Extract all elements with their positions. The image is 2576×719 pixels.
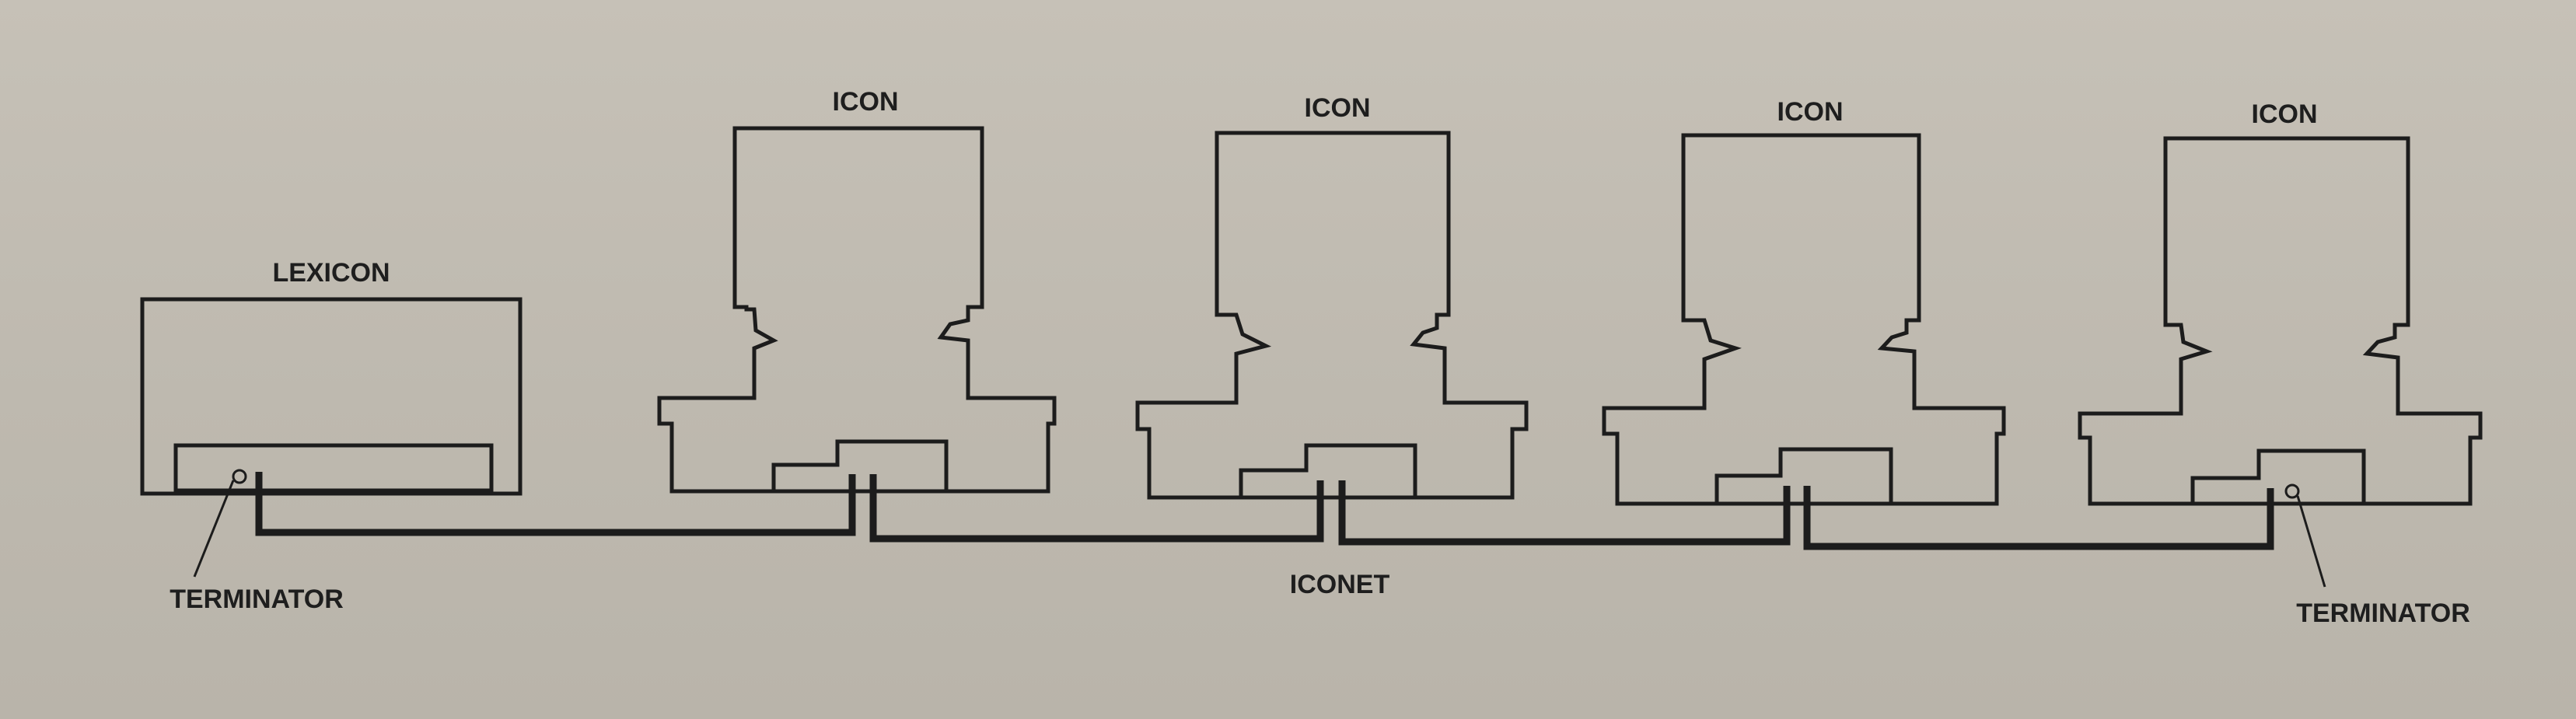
icon-3-body [1602, 133, 2006, 506]
icon-unit-3: ICON [1602, 97, 2006, 506]
iconet-cable: ICONET [255, 472, 2274, 599]
icon-unit-1: ICON [657, 87, 1057, 494]
icon-3-label: ICON [1777, 97, 1844, 127]
cable-segment-4 [1803, 486, 2274, 550]
icon-unit-4: ICON [2078, 99, 2483, 506]
terminator-right-leader [2296, 495, 2326, 588]
lexicon-body [140, 297, 523, 496]
icon-2-body [1135, 131, 1529, 500]
icon-1-body [657, 126, 1057, 494]
lexicon-port-panel [173, 443, 494, 493]
lexicon-unit: LEXICON [140, 258, 523, 496]
icon-3-base-step [1714, 447, 1893, 504]
terminator-left-leader [193, 480, 235, 578]
cable-segment-1 [255, 472, 856, 536]
icon-4-label: ICON [2252, 99, 2318, 129]
cable-segment-3 [1338, 480, 1791, 546]
lexicon-terminator-plug [232, 469, 247, 484]
icon-1-base-step [771, 439, 949, 491]
icon-4-base-step [2190, 449, 2366, 504]
lexicon-label: LEXICON [272, 258, 390, 288]
terminator-left-label: TERMINATOR [170, 585, 344, 614]
icon-1-label: ICON [833, 87, 899, 117]
cable-segment-2 [869, 474, 1324, 543]
terminator-right-label: TERMINATOR [2296, 599, 2470, 628]
icon-2-label: ICON [1305, 93, 1371, 123]
icon-4-terminator-plug [2284, 483, 2300, 499]
iconet-label: ICONET [1290, 570, 1390, 599]
icon-4-body [2078, 136, 2483, 506]
terminator-left: TERMINATOR [170, 480, 344, 614]
terminator-right: TERMINATOR [2296, 495, 2470, 628]
icon-unit-2: ICON [1135, 93, 1529, 500]
icon-2-base-step [1239, 443, 1417, 497]
